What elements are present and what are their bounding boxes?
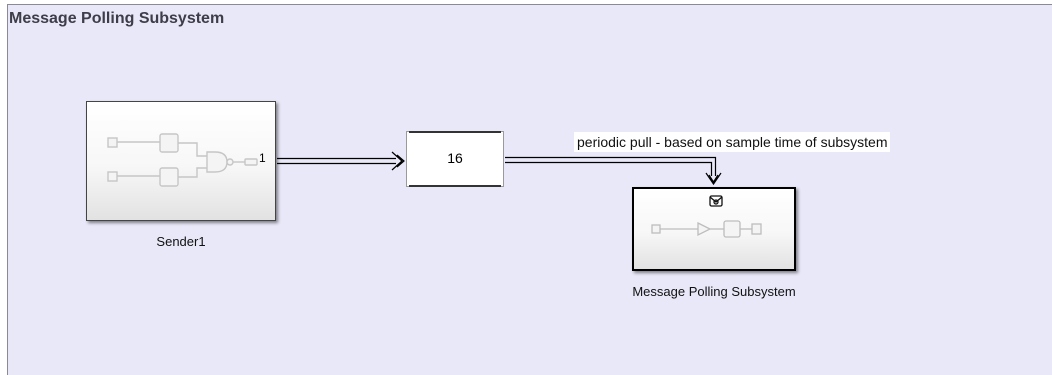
queue-top-edge: [409, 131, 501, 133]
queue-capacity-value: 16: [447, 150, 463, 166]
sender-output-port-number: 1: [259, 151, 266, 165]
signal-label: periodic pull - based on sample time of …: [574, 132, 891, 152]
queue-to-subsystem-line: [505, 156, 717, 176]
subsystem-content-icon: [651, 220, 762, 238]
message-trigger-icon: [709, 195, 723, 207]
area-title: Message Polling Subsystem: [9, 10, 225, 27]
queue-bottom-edge: [409, 185, 501, 187]
polling-subsystem-block[interactable]: [632, 187, 796, 271]
logic-subsystem-icon: [107, 133, 258, 187]
queue-block[interactable]: 16: [406, 131, 504, 187]
sender-block[interactable]: [86, 101, 276, 221]
sender-block-label: Sender1: [156, 234, 206, 249]
queue-to-subsystem-arrowhead: [705, 172, 722, 186]
sender-to-queue-line: [277, 157, 396, 165]
sender-to-queue-arrowhead: [391, 151, 405, 171]
polling-subsystem-label: Message Polling Subsystem: [632, 284, 796, 299]
